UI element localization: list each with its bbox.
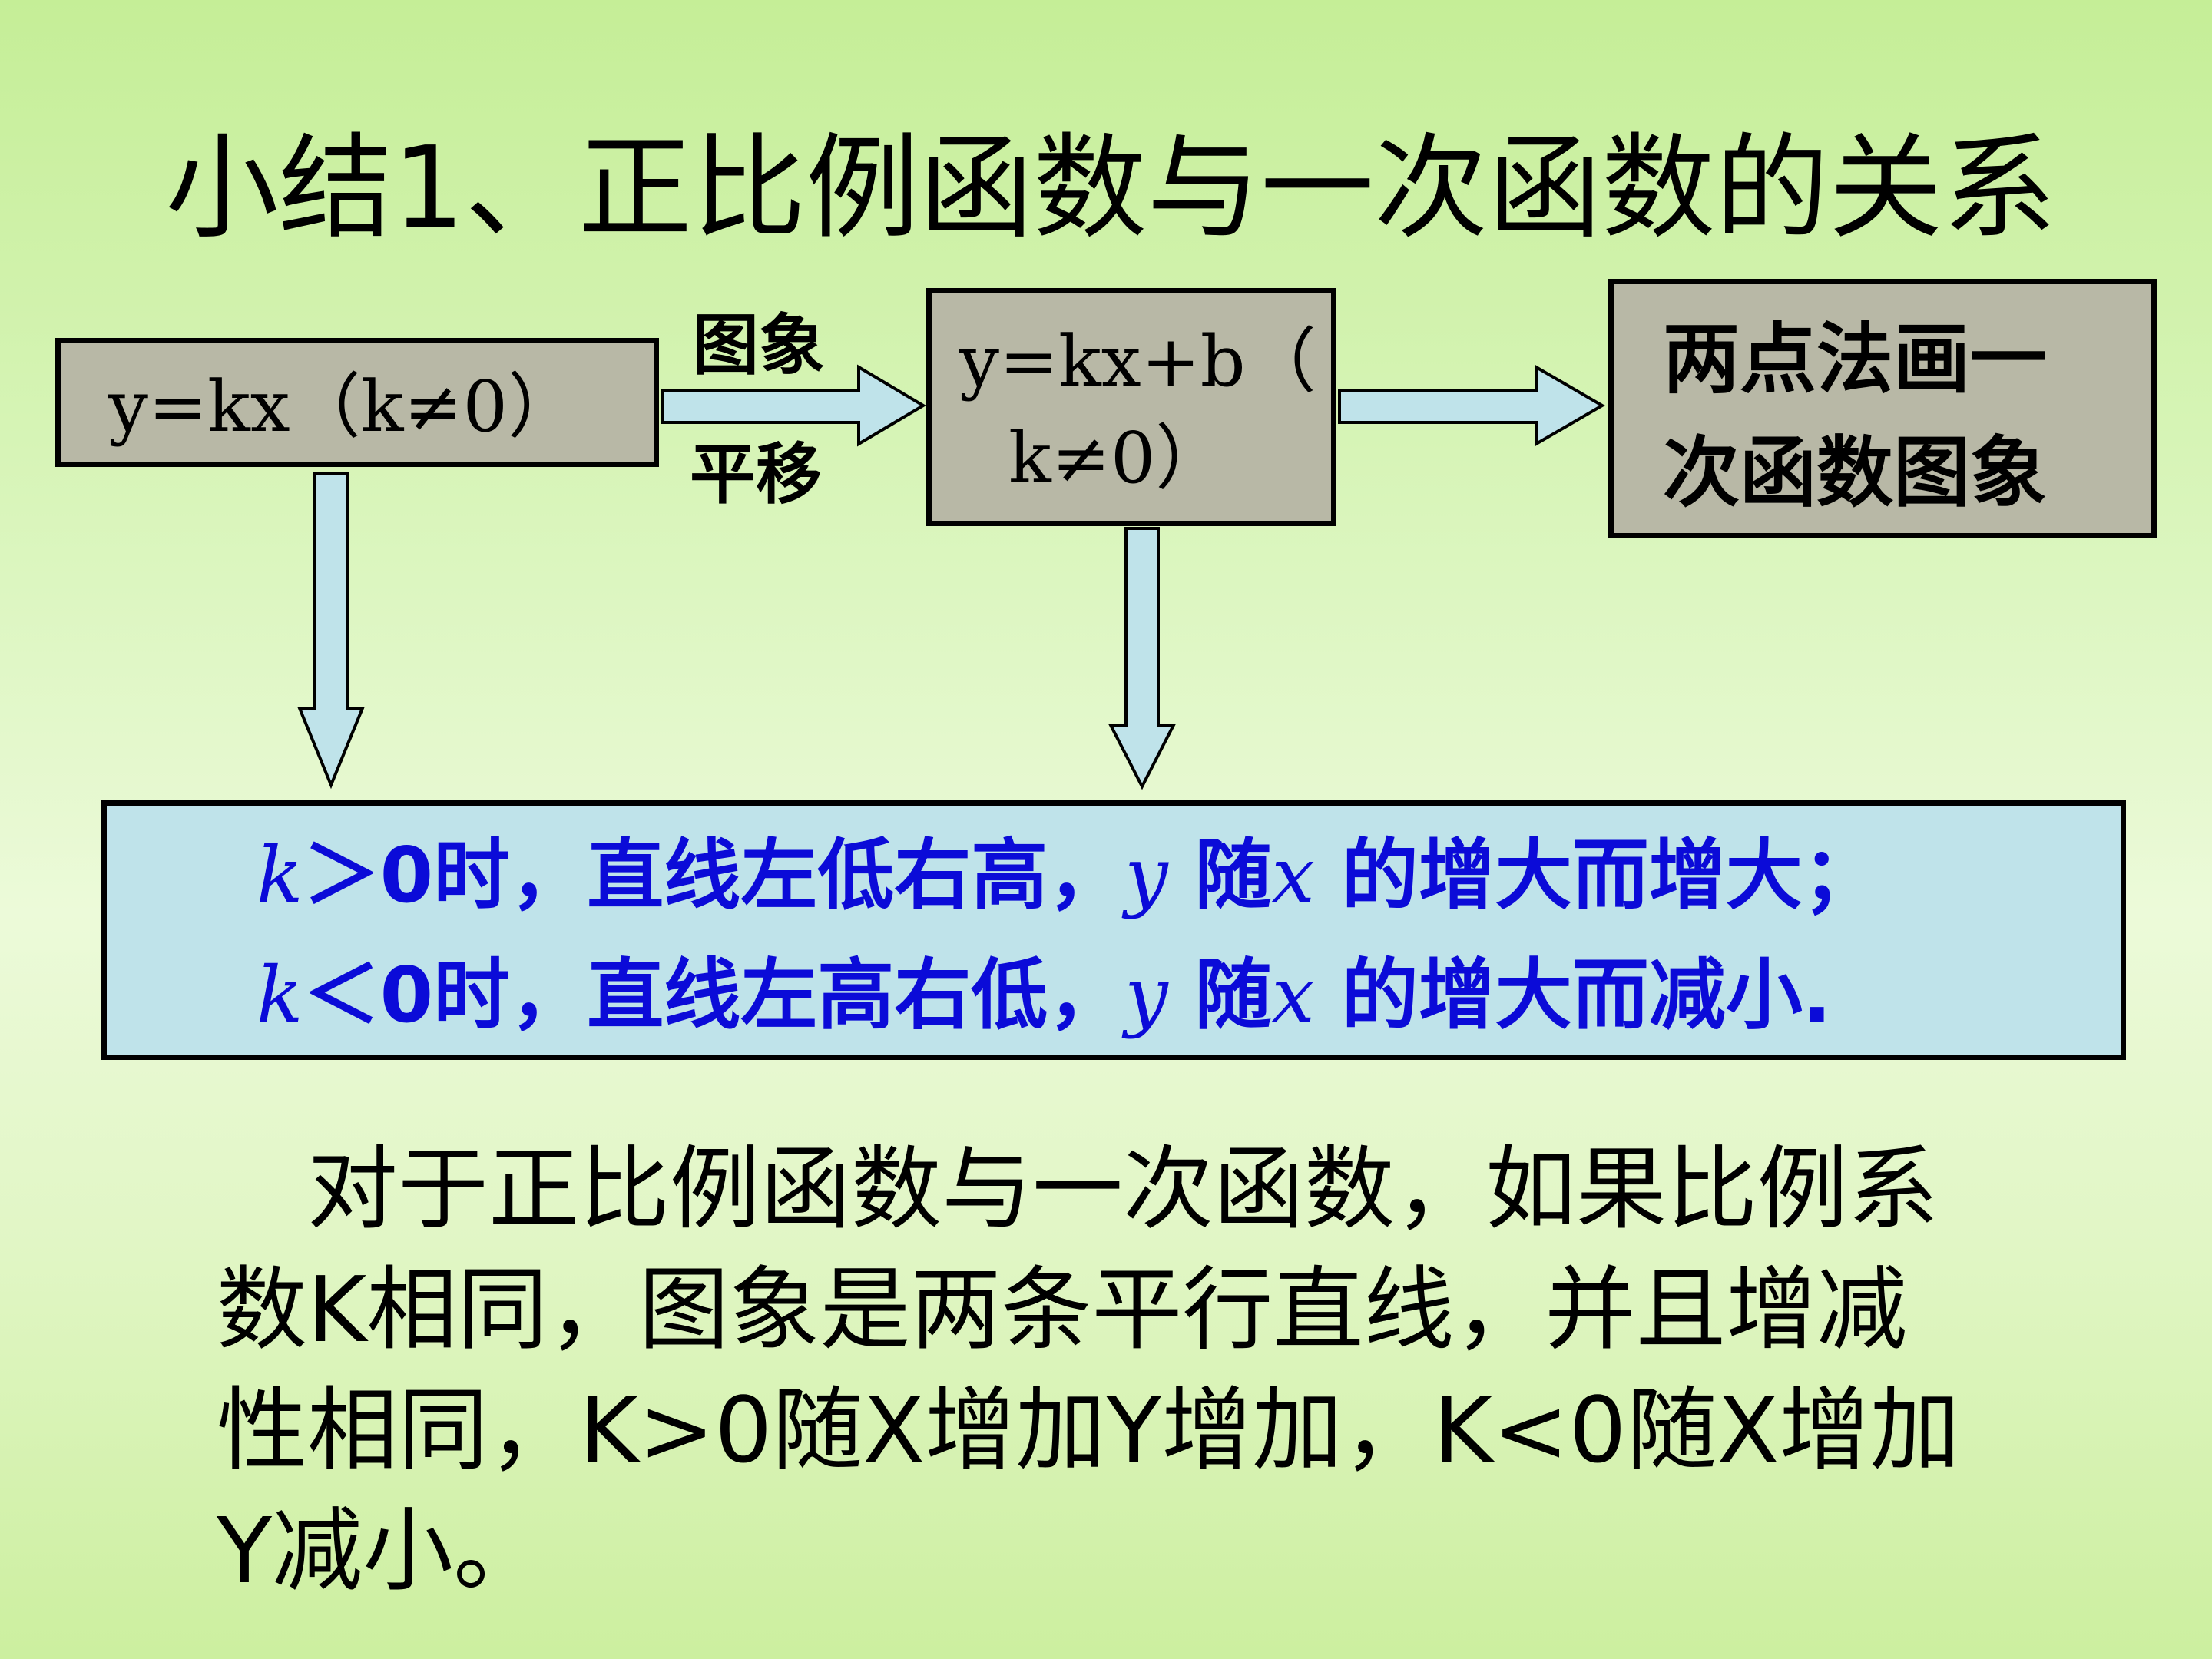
page-title: 小结1、正比例函数与一次函数的关系 bbox=[165, 122, 2057, 254]
paragraph-line-2: 数K相同，图象是两条平行直线，并且增减 bbox=[217, 1257, 1908, 1363]
paragraph-line-4: Y减小。 bbox=[217, 1498, 545, 1604]
sui-text: 随 bbox=[1167, 830, 1272, 920]
linear-formula-line2: k≠0） bbox=[1008, 417, 1227, 499]
k-symbol: k bbox=[257, 950, 303, 1040]
k-positive-text: ＞0时，直线左低右高， bbox=[303, 830, 1125, 920]
paragraph-line-3: 性相同，K>0随X增加Y增加，K<0随X增加 bbox=[217, 1377, 1961, 1483]
arrow-label-top: 图象 bbox=[693, 307, 825, 384]
summary-paragraph: 对于正比例函数与一次函数，如果比例系 数K相同，图象是两条平行直线，并且增减 性… bbox=[217, 1129, 2121, 1611]
linear-function-box: y=kx+b（ k≠0） bbox=[926, 288, 1336, 526]
x-symbol: x bbox=[1271, 950, 1315, 1040]
y-symbol: y bbox=[1124, 830, 1168, 920]
k-negative-text: ＜0时，直线左高右低， bbox=[303, 950, 1125, 1040]
proportional-function-box: y=kx（k≠0） bbox=[55, 338, 659, 467]
k-symbol: k bbox=[257, 830, 303, 920]
increase-text: 的增大而增大； bbox=[1314, 830, 1879, 920]
arrow-right-2 bbox=[1338, 364, 1605, 447]
linear-formula-line1: y=kx+b（ bbox=[959, 320, 1316, 402]
x-symbol: x bbox=[1271, 830, 1315, 920]
arrow-label-bottom: 平移 bbox=[690, 436, 822, 513]
conclusion-row-positive: k＞0时，直线左低右高，y 随x 的增大而增大； bbox=[257, 826, 1879, 926]
y-symbol: y bbox=[1124, 950, 1168, 1040]
two-point-method-box: 两点法画一 次函数图象 bbox=[1608, 279, 2157, 538]
conclusion-box: k＞0时，直线左低右高，y 随x 的增大而增大； k＜0时，直线左高右低，y 随… bbox=[101, 800, 2126, 1060]
arrow-down-1 bbox=[297, 472, 365, 790]
arrow-down-2 bbox=[1108, 527, 1177, 790]
conclusion-row-negative: k＜0时，直线左高右低，y 随x 的增大而减小. bbox=[257, 945, 1832, 1045]
sui-text: 随 bbox=[1167, 950, 1272, 1040]
two-point-method-line1: 两点法画一 bbox=[1663, 314, 2047, 404]
proportional-formula: y=kx（k≠0） bbox=[108, 366, 579, 448]
two-point-method-line2: 次函数图象 bbox=[1663, 428, 2047, 518]
decrease-text: 的增大而减小. bbox=[1314, 950, 1832, 1040]
paragraph-line-1: 对于正比例函数与一次函数，如果比例系 bbox=[217, 1136, 1939, 1242]
arrow-right-1 bbox=[661, 364, 926, 447]
